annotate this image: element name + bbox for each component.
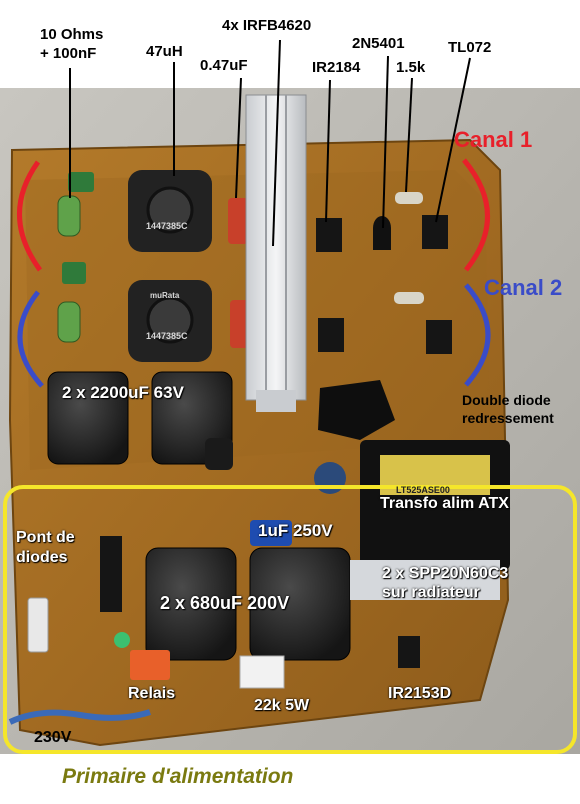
label-caps-2200: 2 x 2200uF 63V: [62, 383, 184, 402]
film-cap-1uf: [250, 520, 292, 546]
label-mosfets: 4x IRFB4620: [222, 17, 312, 34]
cap-680uf-right: [249, 547, 351, 661]
label-relais: Relais: [128, 685, 176, 702]
ic-tl072-channel2: [426, 320, 452, 354]
green-led: [114, 632, 130, 648]
heatsink-base: [256, 390, 296, 412]
ic-ir2184-channel2: [318, 318, 344, 352]
diode-heatsink: [318, 380, 395, 440]
leader-line-cap047: [235, 77, 242, 199]
leader-line-15k: [405, 77, 413, 193]
label-double-diode: Double diode redressement: [462, 392, 554, 426]
label-transfo: Transfo alim ATX: [380, 495, 509, 512]
film-cap-047uf-2: [230, 300, 250, 348]
inductor-core-top: [146, 186, 194, 234]
label-resistor-cap: 10 Ohms + 100nF: [40, 26, 104, 62]
transistor-2n5401: [373, 216, 391, 250]
label-spp: 2 x SPP20N60C3 sur radiateur: [382, 565, 509, 602]
marking-inductor-bottom: 1447385C: [146, 331, 188, 341]
resistor-10-ohms: [57, 195, 81, 237]
resistor-1-5k: [395, 192, 423, 204]
fuse: [27, 597, 49, 653]
marking-transfo-code: LT525ASE00: [396, 485, 450, 495]
leader-line-mosfets: [272, 39, 281, 247]
label-inductor: 47uH: [146, 43, 183, 60]
cap-680uf-left: [145, 547, 237, 661]
leader-line-ir2184: [325, 79, 331, 223]
inductor-core-bottom: [146, 296, 194, 344]
label-caps-680: 2 x 680uF 200V: [160, 593, 290, 613]
diode-bridge: [100, 536, 122, 612]
mains-cable: [8, 709, 151, 725]
resistor-10-ohms-2: [57, 301, 81, 343]
small-electrolytic: [205, 438, 233, 470]
label-cap-1uf: 1uF 250V: [258, 521, 333, 540]
ic-ir2184-channel1: [316, 218, 342, 252]
ic-ir2153d: [398, 636, 420, 668]
marking-inductor-brand: muRata: [150, 291, 180, 300]
spp-heatsink: [350, 560, 500, 600]
film-cap-047uf: [228, 198, 248, 244]
label-230v: 230V: [34, 729, 72, 746]
cap-2200uf-left: [47, 371, 129, 465]
film-cap-100nf-2: [62, 262, 86, 284]
label-ir2153: IR2153D: [388, 685, 452, 702]
label-cap-047: 0.47uF: [200, 57, 248, 74]
canal1-bracket-left: [17, 160, 43, 272]
label-r-15k: 1.5k: [396, 59, 426, 76]
label-tl072: TL072: [448, 39, 492, 56]
canal2-bracket-right: [464, 283, 491, 387]
ic-tl072-channel1: [422, 215, 448, 249]
resistor-22k-5w: [239, 655, 285, 689]
label-canal2: Canal 2: [484, 275, 563, 300]
blue-cap: [314, 462, 346, 494]
canal1-bracket-right: [462, 158, 490, 272]
resistor-1-5k-2: [394, 292, 424, 304]
film-cap-100nf: [68, 172, 94, 192]
label-transistor: 2N5401: [352, 35, 405, 52]
primary-supply-highlight-box: [3, 485, 577, 754]
caption-primaire: Primaire d'alimentation: [62, 765, 294, 788]
label-ir2184: IR2184: [312, 59, 361, 76]
marking-inductor-top: 1447385C: [146, 221, 188, 231]
leader-line-tl072: [435, 57, 471, 223]
label-r-22k: 22k 5W: [254, 697, 310, 714]
label-pont: Pont de diodes: [16, 529, 75, 566]
relay: [130, 650, 170, 680]
leader-line-2n5401: [382, 55, 389, 229]
canal2-bracket-left: [17, 290, 44, 388]
label-canal1: Canal 1: [454, 127, 533, 152]
